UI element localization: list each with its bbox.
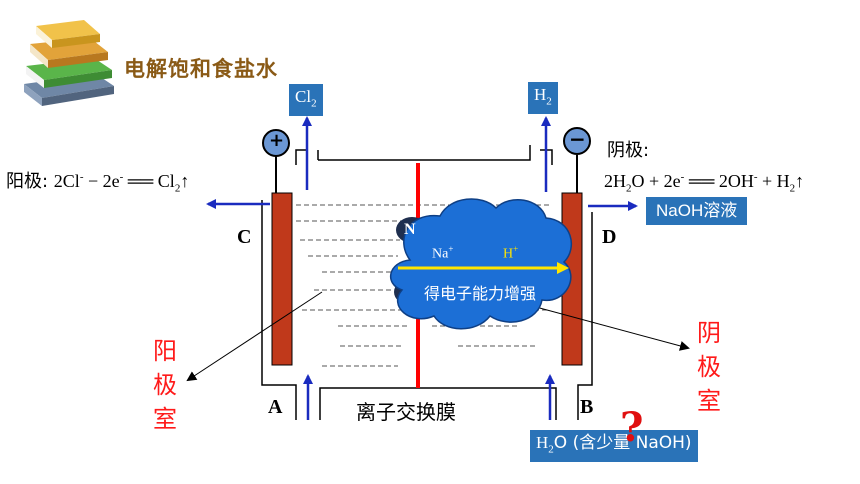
question-mark-icon: ? <box>620 404 644 451</box>
na-ion-label: Na+ <box>432 244 454 262</box>
cloud-shape <box>390 198 573 330</box>
cathode-room-label: 阴极室 <box>697 319 721 415</box>
cathode-label: 阴极: <box>607 140 650 161</box>
h2-label-box: H2 <box>528 82 558 115</box>
negative-sign: − <box>569 127 586 151</box>
page-title: 电解饱和食盐水 <box>124 57 278 81</box>
container-wall <box>261 145 593 420</box>
minus-terminal-icon <box>563 127 591 155</box>
naoh-outlet-label: NaOH溶液 <box>646 197 748 225</box>
h-ion-label: H+ <box>503 244 519 262</box>
positive-sign: + <box>269 130 285 151</box>
membrane-label: 离子交换膜 <box>356 400 456 424</box>
port-a-label: A <box>268 396 283 418</box>
cl2-label-box: Cl2 <box>289 84 323 117</box>
anode-room-pointer <box>186 291 323 382</box>
na-bubble-label: N <box>404 221 416 238</box>
port-d-label: D <box>602 226 617 248</box>
plus-terminal-icon <box>262 129 290 157</box>
cloud-caption: 得电子能力增强 <box>424 284 537 303</box>
anode-equation: 阳极: 2Cl- − 2e- ══ Cl2↑ <box>6 171 190 195</box>
anode-electrode <box>271 192 293 366</box>
inlet-label-box: H2O (含少量 NaOH) <box>530 430 698 463</box>
port-b-label: B <box>580 396 594 418</box>
cathode-equation: 2H2O + 2e- ══ 2OH- + H2↑ <box>604 171 805 195</box>
port-c-label: C <box>237 226 252 248</box>
anode-room-label: 阳极室 <box>153 337 177 433</box>
books-icon <box>14 14 122 114</box>
